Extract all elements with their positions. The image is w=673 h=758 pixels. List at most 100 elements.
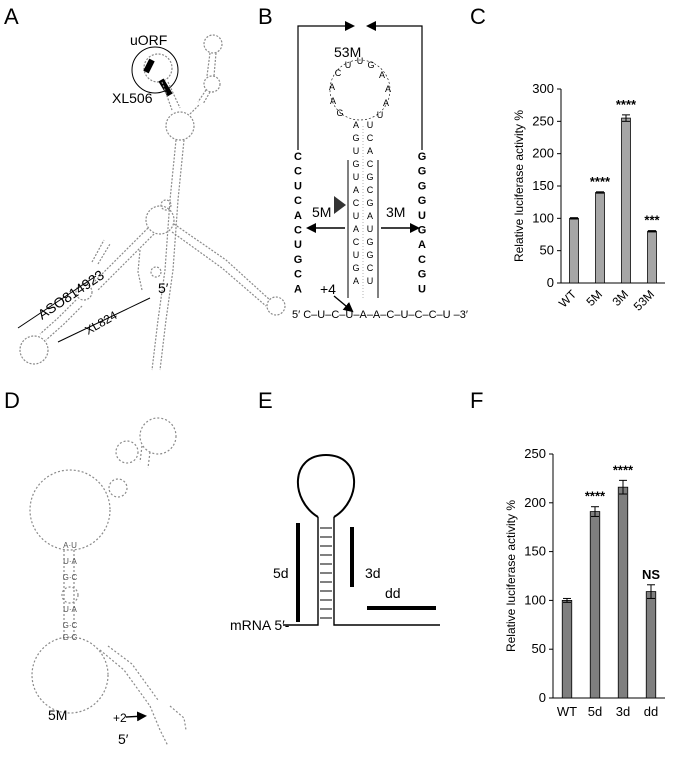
left-seq-nt-6: U	[294, 239, 302, 251]
x-tick-label: 5d	[588, 704, 602, 719]
svg-text:C: C	[367, 185, 374, 195]
right-seq-nt-7: C	[418, 254, 426, 266]
structure-a-top-hairpin	[197, 34, 223, 105]
panel-d-rna-structure	[29, 417, 187, 747]
left-seq-nt-8: C	[294, 269, 302, 281]
x-tick-label: 3d	[616, 704, 630, 719]
svg-text:A: A	[379, 70, 385, 80]
svg-text:G: G	[366, 237, 373, 247]
svg-text:G: G	[352, 133, 359, 143]
svg-text:C: C	[353, 198, 360, 208]
right-seq-nt-9: U	[418, 283, 426, 295]
significance-label: ****	[590, 174, 611, 189]
label-53m: 53M	[334, 44, 361, 60]
aso-line	[17, 275, 97, 329]
label-5d: 5d	[273, 565, 289, 581]
panel-letter-d: D	[4, 388, 20, 413]
left-seq-nt-1: C	[294, 166, 302, 178]
x-tick-label: 5M	[583, 287, 605, 309]
svg-text:A·U: A·U	[63, 541, 77, 550]
svg-text:C: C	[353, 237, 360, 247]
label-5m-b: 5M	[312, 204, 331, 220]
label-3d: 3d	[365, 565, 381, 581]
panel-letter-b: B	[258, 4, 273, 29]
svg-text:G: G	[366, 198, 373, 208]
svg-text:U: U	[345, 60, 352, 70]
label-3m-b: 3M	[386, 204, 405, 220]
svg-text:C: C	[367, 133, 374, 143]
svg-text:U: U	[353, 211, 360, 221]
significance-label: ****	[616, 97, 637, 112]
label-plus2: +2	[113, 711, 127, 725]
xl824-label: XL824	[83, 308, 120, 338]
right-seq-nt-4: U	[418, 210, 426, 222]
left-seq-nt-9: A	[294, 283, 302, 295]
bar-3m	[621, 117, 631, 284]
panel-e-schematic	[283, 453, 440, 626]
y-tick-label: 150	[532, 178, 554, 193]
svg-text:G: G	[352, 159, 359, 169]
right-seq-nt-5: G	[418, 225, 427, 237]
uorf-label: uORF	[130, 32, 167, 48]
aso814923-label: ASO814923	[35, 266, 107, 322]
left-seq-nt-3: C	[294, 195, 302, 207]
significance-label: ****	[613, 462, 634, 477]
svg-text:G: G	[366, 250, 373, 260]
significance-label: ****	[585, 489, 606, 504]
svg-text:C: C	[367, 263, 374, 273]
bar-wt	[561, 600, 573, 699]
svg-text:U: U	[367, 224, 374, 234]
left-seq-nt-2: U	[294, 180, 302, 192]
label-5m-d: 5M	[48, 707, 67, 723]
right-seq-nt-2: G	[418, 180, 427, 192]
svg-text:G: G	[366, 172, 373, 182]
panel-letter-c: C	[470, 4, 486, 29]
label-dd: dd	[385, 585, 401, 601]
x-tick-label: 3M	[609, 287, 631, 309]
xl506-label: XL506	[112, 90, 153, 106]
five-prime-label-a: 5′	[158, 280, 169, 296]
svg-text:U: U	[377, 110, 384, 120]
label-plus4: +4	[320, 281, 336, 297]
bar-3d	[617, 486, 629, 699]
stem-base-pair-lines	[320, 527, 332, 619]
uorf-bar	[143, 58, 155, 74]
right-seq-nt-6: A	[418, 239, 426, 251]
y-tick-label: 250	[532, 113, 554, 128]
right-seq-nt-3: G	[418, 195, 427, 207]
svg-text:G: G	[336, 108, 343, 118]
svg-text:A: A	[367, 211, 373, 221]
y-tick-label: 0	[547, 275, 554, 290]
y-axis-label: Relative luciferase activity %	[504, 500, 518, 652]
bar-dd	[645, 591, 657, 699]
bar-5m	[595, 192, 605, 284]
svg-text:G·C: G·C	[63, 633, 78, 642]
left-seq-nt-0: C	[294, 151, 302, 163]
svg-text:G: G	[367, 60, 374, 70]
svg-text:G·C: G·C	[63, 573, 78, 582]
right-seq-nt-1: G	[418, 166, 427, 178]
y-tick-label: 50	[540, 243, 554, 258]
left-seq-nt-7: G	[294, 254, 303, 266]
y-tick-label: 200	[532, 146, 554, 161]
significance-label: NS	[642, 567, 660, 582]
y-tick-label: 150	[524, 544, 546, 559]
svg-text:G·C: G·C	[63, 621, 78, 630]
left-seq-nt-4: A	[294, 210, 302, 222]
bottom-strand: 5′ C–U–C–U–A–A–C–U–C–C–U –3′	[292, 309, 468, 321]
svg-text:A: A	[330, 96, 336, 106]
svg-text:A: A	[353, 185, 359, 195]
y-tick-label: 100	[524, 592, 546, 607]
x-tick-label: WT	[556, 287, 580, 311]
xl824-line	[57, 297, 151, 343]
panel-letter-e: E	[258, 388, 273, 413]
y-tick-label: 200	[524, 495, 546, 510]
svg-text:C: C	[367, 159, 374, 169]
significance-label: ***	[644, 213, 660, 228]
